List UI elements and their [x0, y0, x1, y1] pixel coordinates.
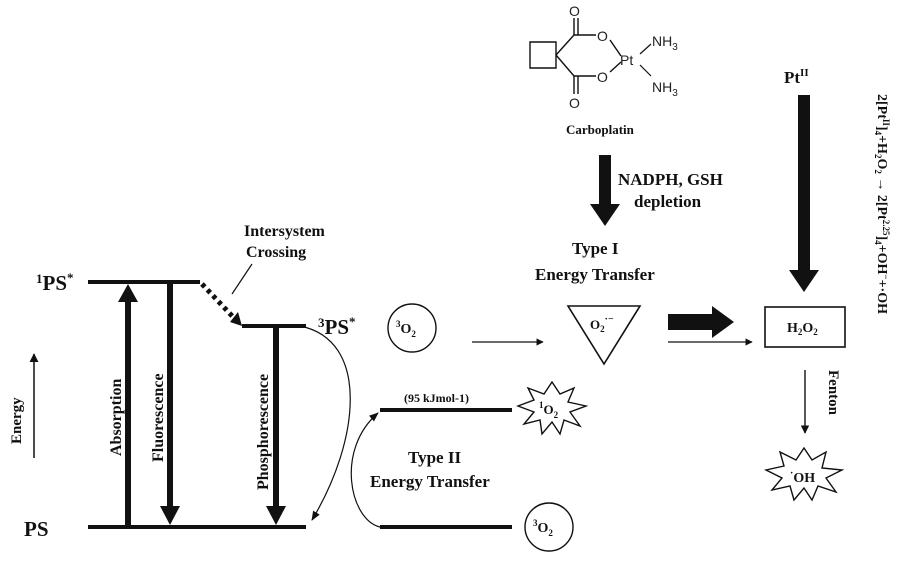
platinum-label: PtII — [784, 67, 809, 87]
label-singlet-excited: 1PS* — [36, 270, 74, 295]
fenton-label: Fenton — [825, 370, 841, 416]
carboplatin-structure — [529, 18, 652, 94]
intersystem-crossing-arrow — [200, 282, 236, 320]
carboplatin-nh3-top: NH3 — [652, 33, 678, 53]
type2-label-1: Type II — [408, 448, 461, 467]
carboplatin-pt: Pt — [620, 52, 633, 68]
nadph-arrowhead — [590, 204, 620, 226]
triplet-oxygen-top-label: 3O2 — [396, 319, 416, 339]
label-ground: PS — [24, 517, 49, 541]
intersystem-arrowhead — [230, 312, 242, 326]
singlet-energy-label: (95 kJmol-1) — [404, 391, 469, 405]
hydrogen-peroxide-box — [764, 306, 846, 348]
type2-transfer-curve — [299, 325, 351, 521]
intersystem-label-2: Crossing — [246, 244, 306, 261]
carboplatin-name: Carboplatin — [566, 122, 635, 137]
platinum-arrowhead — [789, 270, 819, 292]
fluorescence-arrowhead — [160, 506, 180, 525]
type1-label-2: Energy Transfer — [535, 265, 655, 284]
absorption-arrowhead — [118, 284, 138, 302]
hydroxyl-radical-burst — [763, 446, 845, 502]
superoxide-to-peroxide-arrow — [668, 306, 734, 338]
intersystem-pointer — [231, 263, 253, 295]
singlet-oxygen-burst — [516, 380, 589, 436]
absorption-label: Absorption — [108, 379, 125, 456]
fluorescence-label: Fluorescence — [150, 373, 167, 462]
hydrogen-peroxide-label: H2O2 — [787, 321, 818, 337]
carboplatin-o-ring-bottom: O — [597, 69, 608, 85]
carboplatin-nh3-bottom: NH3 — [652, 79, 678, 99]
label-triplet-excited: 3PS* — [318, 314, 356, 339]
carboplatin-o-ring-top: O — [597, 28, 608, 44]
triplet-oxygen-bottom-label: 3O2 — [533, 518, 553, 538]
carboplatin-o-carbonyl-top: O — [569, 3, 580, 19]
nadph-label-1: NADPH, GSH — [618, 170, 723, 189]
triplet-oxygen-bottom-circle — [524, 502, 574, 552]
hydroxyl-radical-label: ·OH — [790, 468, 815, 486]
singlet-oxygen-label: 1O2 — [539, 400, 559, 420]
type2-oxygen-curve — [350, 412, 381, 528]
intersystem-label-1: Intersystem — [244, 223, 326, 240]
energy-axis-label: Energy — [9, 397, 25, 444]
triplet-oxygen-top-circle — [387, 303, 437, 353]
phosphorescence-label: Phosphorescence — [255, 374, 272, 490]
type1-label-1: Type I — [572, 239, 619, 258]
nadph-label-2: depletion — [634, 192, 702, 211]
nadph-arrow-shaft — [599, 155, 611, 207]
fenton-equation: 2[PtII]4+H2O2 → 2[Pt2.25]4+OH−+·OH — [873, 94, 891, 314]
phosphorescence-arrowhead — [266, 506, 286, 525]
platinum-arrow-shaft — [798, 95, 810, 272]
type2-label-2: Energy Transfer — [370, 472, 490, 491]
superoxide-triangle — [566, 305, 642, 366]
carboplatin-o-carbonyl-bottom: O — [569, 95, 580, 111]
